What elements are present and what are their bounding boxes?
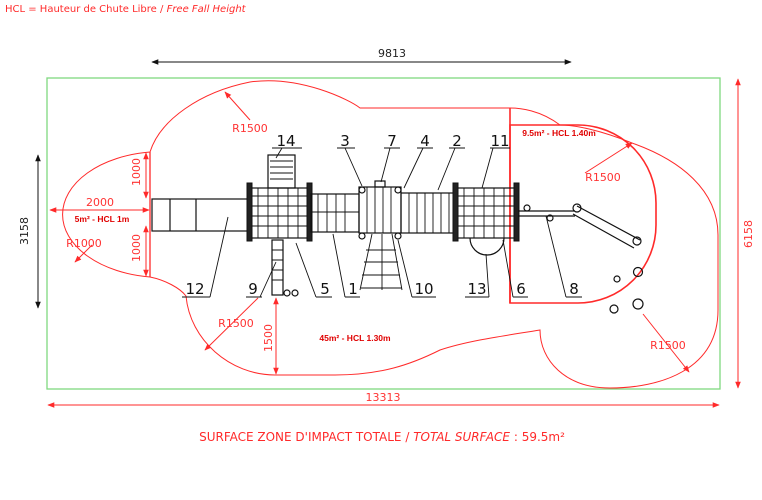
callout-5: 5	[295, 242, 332, 298]
dimension-top: 9813	[151, 47, 572, 65]
zone-right-label: 9.5m² - HCL 1.40m	[522, 128, 596, 138]
svg-text:1500: 1500	[262, 324, 275, 352]
svg-text:13313: 13313	[366, 391, 401, 404]
callout-8: 8	[545, 215, 582, 298]
radius-bottom-right: R1500	[642, 313, 690, 373]
play-structure	[151, 154, 644, 314]
dimension-left-zone: 2000 1000 1000	[49, 152, 150, 277]
svg-text:9: 9	[248, 280, 258, 298]
svg-text:3: 3	[340, 132, 350, 150]
svg-text:R1500: R1500	[650, 339, 686, 352]
svg-text:3158: 3158	[18, 217, 31, 245]
callout-3: 3	[337, 132, 363, 187]
svg-text:12: 12	[185, 280, 204, 298]
radius-top-left: R1500	[224, 91, 268, 135]
impact-zone-outline	[62, 80, 719, 389]
svg-text:4: 4	[420, 132, 430, 150]
svg-text:5: 5	[320, 280, 330, 298]
svg-text:1: 1	[348, 280, 358, 298]
radius-bottom-left: R1500	[204, 297, 259, 351]
callout-4: 4	[403, 132, 433, 189]
svg-text:R1000: R1000	[66, 237, 102, 250]
svg-text:R1500: R1500	[232, 122, 268, 135]
zone-left-label: 5m² - HCL 1m	[75, 214, 130, 224]
svg-text:13: 13	[467, 280, 486, 298]
svg-text:6158: 6158	[742, 220, 755, 248]
svg-text:11: 11	[490, 132, 509, 150]
callout-9: 9	[246, 261, 277, 298]
svg-text:2000: 2000	[86, 196, 114, 209]
svg-text:9813: 9813	[378, 47, 406, 60]
svg-text:1000: 1000	[130, 158, 143, 186]
svg-text:7: 7	[387, 132, 397, 150]
svg-text:R1500: R1500	[585, 171, 621, 184]
svg-text:2: 2	[452, 132, 462, 150]
callout-7: 7	[380, 132, 400, 183]
callout-10: 10	[397, 239, 436, 298]
dimension-bottom: 13313	[47, 391, 720, 408]
svg-text:1000: 1000	[130, 234, 143, 262]
dimension-bottom-offset: 1500	[262, 297, 279, 375]
callout-1: 1	[332, 233, 360, 298]
callout-11: 11	[481, 132, 510, 189]
zone-main-label: 45m² - HCL 1.30m	[319, 333, 391, 343]
callout-13: 13	[465, 253, 490, 298]
callout-6: 6	[502, 239, 528, 298]
callout-2: 2	[437, 132, 465, 191]
svg-text:R1500: R1500	[218, 317, 254, 330]
radius-right-inner: R1500	[584, 142, 633, 184]
total-surface-label: SURFACE ZONE D'IMPACT TOTALE / TOTAL SUR…	[199, 430, 565, 444]
svg-text:6: 6	[516, 280, 526, 298]
zone-right-outline	[509, 124, 657, 304]
svg-text:14: 14	[276, 132, 295, 150]
callout-14: 14	[272, 132, 302, 159]
svg-text:8: 8	[569, 280, 579, 298]
callout-12: 12	[182, 216, 229, 298]
hcl-legend: HCL = Hauteur de Chute Libre / Free Fall…	[5, 4, 247, 15]
dimension-left: 3158	[18, 154, 41, 309]
svg-text:10: 10	[414, 280, 433, 298]
radius-left: R1000	[66, 237, 102, 263]
dimension-right: 6158	[735, 78, 755, 389]
site-boundary	[46, 77, 721, 390]
